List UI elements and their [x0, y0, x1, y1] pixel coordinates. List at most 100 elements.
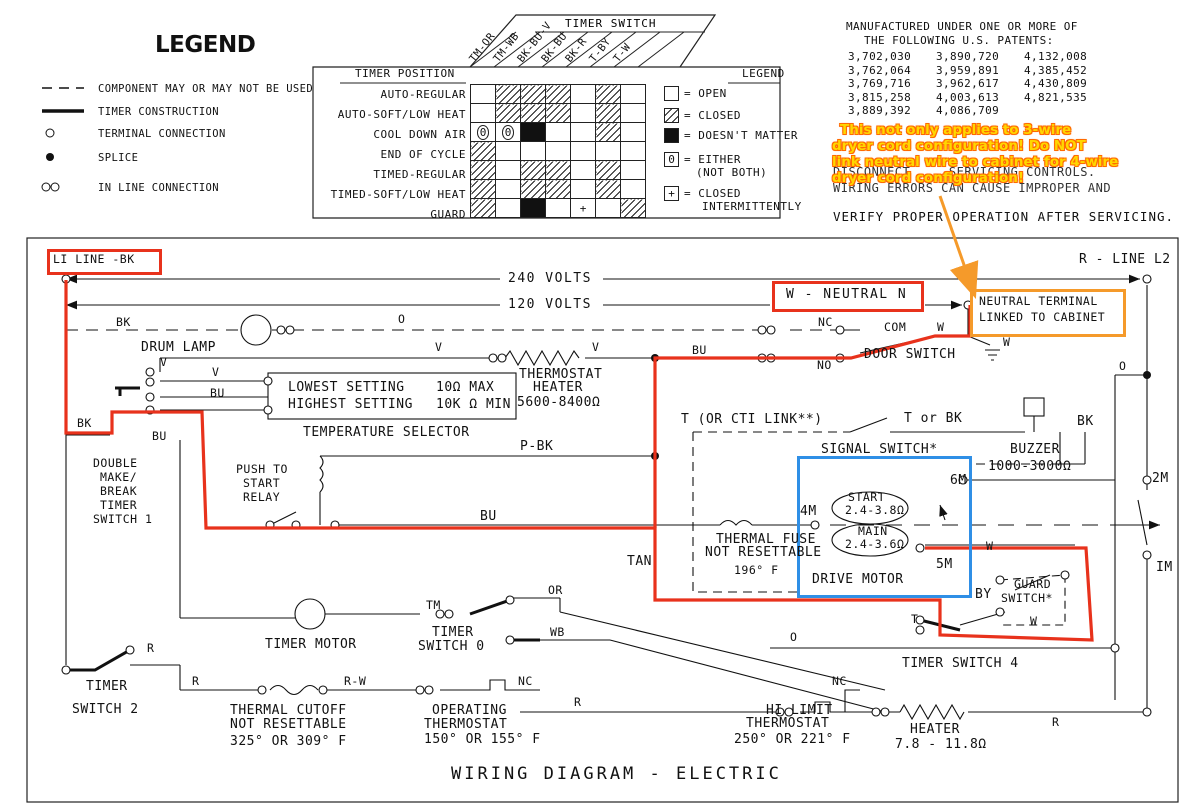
- start-winding-label: START: [848, 490, 886, 504]
- thick-line-icon: [42, 109, 84, 113]
- double-switch-label-5: SWITCH 1: [93, 512, 153, 526]
- patent-number: 4,385,452: [1024, 63, 1088, 77]
- wire-pbk-label: P-BK: [520, 439, 554, 454]
- legend-title: LEGEND: [155, 32, 256, 58]
- patent-number: 3,959,891: [936, 63, 1000, 77]
- wire-tm-label: TM: [426, 598, 441, 612]
- door-switch-label: DOOR SWITCH: [864, 347, 956, 362]
- legend-item-label: SPLICE: [98, 152, 139, 164]
- legend-item-label: IN LINE CONNECTION: [98, 182, 219, 194]
- wire-bk-label-3: BK: [1077, 414, 1094, 429]
- timer-motor-label: TIMER MOTOR: [265, 637, 357, 652]
- patent-number: 3,890,720: [936, 50, 1000, 63]
- terminal-6m-label: 6M: [950, 473, 967, 488]
- terminal-2m-label: 2M: [1152, 471, 1169, 486]
- patent-number: 4,821,535: [1024, 90, 1088, 104]
- warning-fragment-2: WIRING ERRORS CAN CAUSE IMPROPER AND: [833, 181, 1112, 195]
- annotation-line-3: link neutral wire to cabinet for 4-wire: [832, 154, 1119, 170]
- warning-fragment-1: DISCONNECT ... SERVICING CONTROLS.: [833, 165, 1096, 179]
- chart-legend-label: = CLOSED: [684, 187, 741, 200]
- patent-number: 3,769,716: [848, 77, 912, 90]
- thermal-cutoff-label-2: NOT RESETTABLE: [230, 717, 347, 732]
- patent-number: 3,762,064: [848, 63, 912, 77]
- timer-position-header: TIMER POSITION: [355, 67, 455, 80]
- timer-grid-cell: [545, 160, 571, 180]
- timer-position-label: GUARD: [430, 208, 466, 221]
- terminal-4m-label: 4M: [800, 504, 817, 519]
- double-switch-label-4: TIMER: [100, 498, 138, 512]
- annotation-line-4: dryer cord configuration!: [832, 170, 1024, 186]
- either-glyph: 0: [476, 124, 490, 140]
- thermostat-heater-label-2: HEATER: [533, 380, 583, 395]
- push-start-label-2: START: [243, 476, 281, 490]
- temp-high-value: 10K Ω MIN: [436, 397, 511, 412]
- no-label: NO: [817, 358, 832, 372]
- chart-legend-label-2: INTERMITTENTLY: [702, 200, 802, 213]
- either-glyph: 0: [501, 124, 515, 140]
- wire-t-label: T: [911, 612, 919, 626]
- thermostat-heater-label-3: 5600-8400Ω: [517, 395, 601, 410]
- wire-w-label: W: [937, 320, 945, 334]
- wire-v-label-2: V: [592, 340, 600, 354]
- timer-grid-cell: [470, 179, 496, 199]
- neutral-terminal-label-2: LINKED TO CABINET: [979, 310, 1106, 324]
- wire-wb-label: WB: [550, 625, 565, 639]
- patent-number: 4,003,613: [936, 90, 1000, 104]
- temp-low-value: 10Ω MAX: [436, 380, 495, 395]
- patent-number: 4,086,709: [936, 104, 1000, 117]
- legend-item-label: TERMINAL CONNECTION: [98, 128, 226, 140]
- annotation-line-2: dryer cord configuration! Do NOT: [832, 138, 1086, 154]
- nc-label-2: NC: [518, 674, 533, 688]
- thermal-fuse-label-2: NOT RESETTABLE: [705, 545, 822, 560]
- chart-legend-label: = CLOSED: [684, 109, 741, 122]
- drive-motor-label: DRIVE MOTOR: [812, 572, 904, 587]
- com-label: COM: [884, 320, 907, 334]
- voltage-240-label: 240 VOLTS: [508, 271, 592, 286]
- verify-operation-text: VERIFY PROPER OPERATION AFTER SERVICING.: [833, 209, 1175, 224]
- thermal-fuse-label-3: 196° F: [734, 563, 779, 577]
- wire-v-label-3: V: [160, 355, 168, 369]
- wire-r-label-1: R: [147, 641, 155, 655]
- temp-low-label: LOWEST SETTING: [288, 380, 405, 395]
- wire-bu-label-4: BU: [480, 509, 497, 524]
- operating-thermostat-label-2: THERMOSTAT: [424, 717, 508, 732]
- wire-o-label: O: [398, 312, 406, 326]
- timer-position-label: END OF CYCLE: [380, 148, 466, 161]
- timer-switch-header: TIMER SWITCH: [565, 17, 656, 30]
- timer-grid-cell: [520, 160, 546, 180]
- timer-grid-row: [470, 160, 646, 180]
- double-switch-label-3: BREAK: [100, 484, 138, 498]
- wire-bu-label-2: BU: [692, 343, 707, 357]
- terminal-1m-label: IM: [1156, 560, 1173, 575]
- timer-switch-0-label-1: TIMER: [432, 625, 474, 640]
- diagram-border: [26, 237, 1179, 803]
- signal-switch-label: SIGNAL SWITCH*: [821, 442, 938, 457]
- heater-label: HEATER: [910, 722, 960, 737]
- chart-legend-label: = DOESN'T MATTER: [684, 129, 798, 142]
- timer-position-label: COOL DOWN AIR: [373, 128, 466, 141]
- legend-dontmatter-icon: [664, 128, 679, 143]
- push-start-label-3: RELAY: [243, 490, 281, 504]
- timer-switch-0-label-2: SWITCH 0: [418, 639, 485, 654]
- timer-switch-2-label-2: SWITCH 2: [72, 702, 139, 717]
- legend-item-label: TIMER CONSTRUCTION: [98, 106, 219, 118]
- patents-heading-2: THE FOLLOWING U.S. PATENTS:: [864, 33, 1054, 47]
- patent-number: 3,962,617: [936, 77, 1000, 90]
- wire-by-label: BY: [975, 587, 992, 602]
- neutral-terminal-box: [970, 289, 1126, 337]
- wire-r-label-2: R: [192, 674, 200, 688]
- chart-legend-label-2: (NOT BOTH): [696, 166, 768, 179]
- filled-dot-icon: [46, 153, 54, 161]
- buzzer-value: 1000-3000Ω: [988, 459, 1072, 474]
- guard-switch-label-2: SWITCH*: [1001, 591, 1053, 605]
- dashed-line-icon: [42, 87, 84, 89]
- neutral-terminal-label-1: NEUTRAL TERMINAL: [979, 294, 1098, 308]
- wire-r-label-3: R: [574, 695, 582, 709]
- timer-position-label: AUTO-REGULAR: [380, 88, 466, 101]
- start-winding-value: 2.4-3.8Ω: [845, 503, 905, 517]
- thermal-cutoff-label-1: THERMAL CUTOFF: [230, 703, 347, 718]
- timer-position-label: TIMED-SOFT/LOW HEAT: [330, 188, 466, 201]
